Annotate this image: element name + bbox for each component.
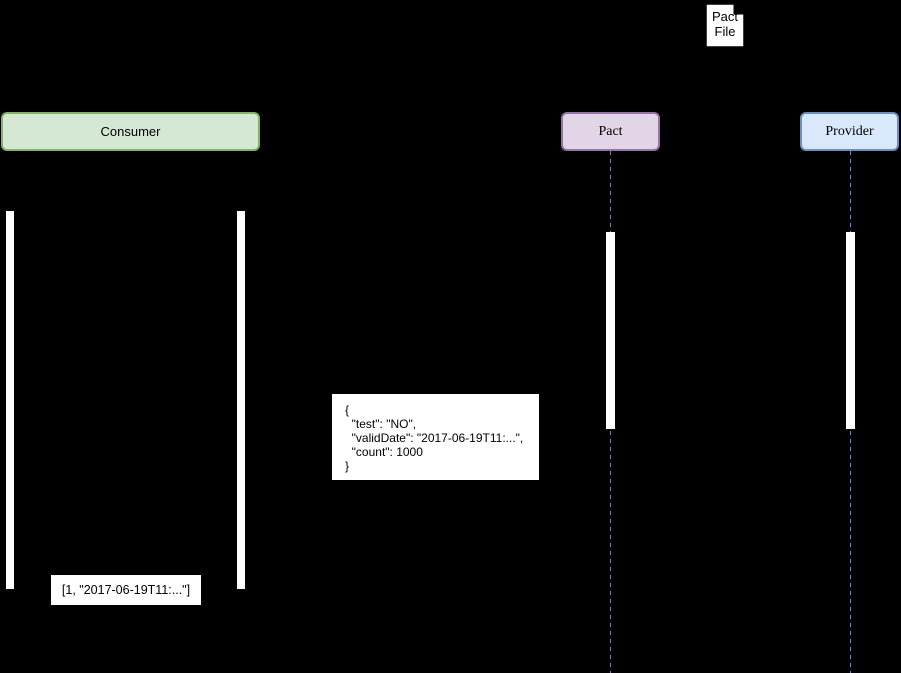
consumer-activation-bar-right <box>237 211 245 589</box>
actor-label-pact: Pact <box>598 123 623 139</box>
pact-activation-bar <box>606 232 615 429</box>
actor-box-pact: Pact <box>561 112 660 151</box>
pact-file-document-icon: Pact File <box>705 3 745 48</box>
consumer-activation-bar-left <box>6 211 14 589</box>
provider-activation-bar <box>846 232 855 429</box>
array-payload-text: [1, "2017-06-19T11:..."] <box>61 583 191 597</box>
actor-label-provider: Provider <box>825 123 874 139</box>
document-shape <box>705 3 745 48</box>
actor-box-consumer: Consumer <box>1 112 260 151</box>
actor-box-provider: Provider <box>800 112 899 151</box>
actor-label-consumer: Consumer <box>100 124 161 139</box>
pact-file-label: Pact File <box>711 9 738 39</box>
array-payload-note: [1, "2017-06-19T11:..."] <box>50 574 202 606</box>
json-payload-note: { "test": "NO", "validDate": "2017-06-19… <box>331 393 540 481</box>
